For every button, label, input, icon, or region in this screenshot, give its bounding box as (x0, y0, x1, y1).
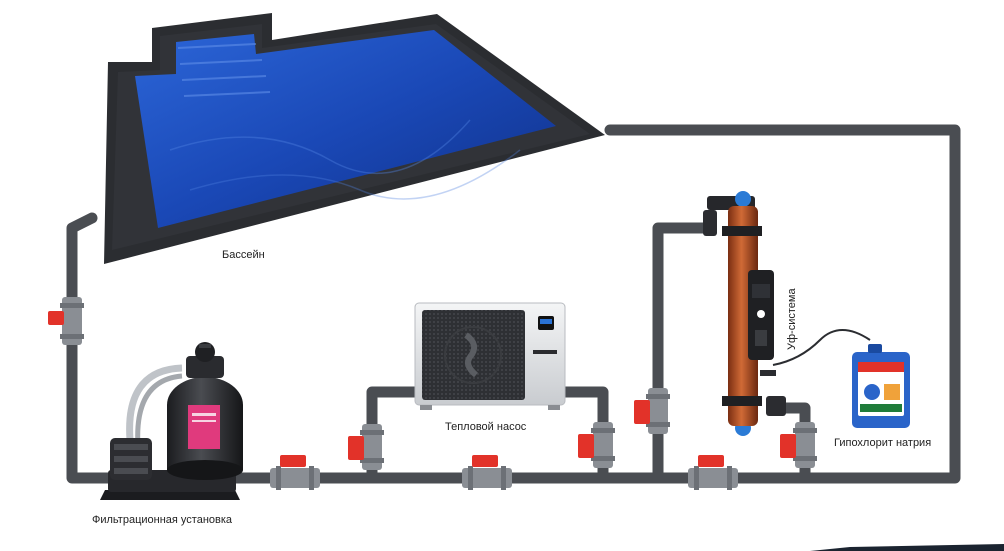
label-hypochlorite: Гипохлорит натрия (834, 437, 932, 449)
valve-handle-icon (48, 311, 64, 325)
valve-horizontal-2[interactable] (462, 455, 512, 490)
dosing-line (772, 329, 871, 366)
valve-horizontal-1[interactable] (270, 455, 320, 490)
pool (104, 13, 605, 264)
pool-water (135, 30, 556, 228)
multiport-valve (186, 356, 224, 378)
uv-cap-top (735, 191, 751, 207)
valve-uv-inlet[interactable] (634, 388, 670, 434)
filter-unit (100, 342, 243, 500)
pipe-uv-inlet (652, 222, 711, 484)
canister-label (858, 362, 904, 416)
valve-handle-icon (634, 400, 650, 424)
heat-pump (414, 302, 566, 410)
label-heat-pump: Тепловой насос (445, 421, 527, 433)
valve-handle-icon (348, 436, 364, 460)
hypochlorite-canister (852, 344, 910, 428)
uv-system (703, 191, 871, 436)
valve-horizontal-3[interactable] (688, 455, 738, 490)
valve-heatpump-outlet[interactable] (578, 422, 615, 468)
filter-label-sticker (188, 405, 220, 449)
fan-icon (464, 332, 478, 378)
valve-handle-icon (698, 455, 724, 467)
uv-indicator-icon (757, 310, 765, 318)
label-uv-system: Уф-система (786, 288, 798, 350)
label-pool: Бассейн (222, 249, 265, 261)
valve-heatpump-inlet[interactable] (348, 424, 384, 470)
label-filter-unit: Фильтрационная установка (92, 514, 233, 526)
footer-accent (810, 544, 1004, 551)
valve-uv-outlet[interactable] (780, 422, 817, 468)
uv-chamber (728, 206, 758, 426)
filter-hose (126, 364, 183, 441)
valve-handle-icon (472, 455, 498, 467)
valve-handle-icon (280, 455, 306, 467)
pipe-main-return (274, 124, 961, 484)
pool-steps (177, 43, 271, 97)
valve-handle-icon (578, 434, 594, 458)
valve-handle-icon (780, 434, 796, 458)
valve-vertical-left[interactable] (48, 297, 84, 345)
